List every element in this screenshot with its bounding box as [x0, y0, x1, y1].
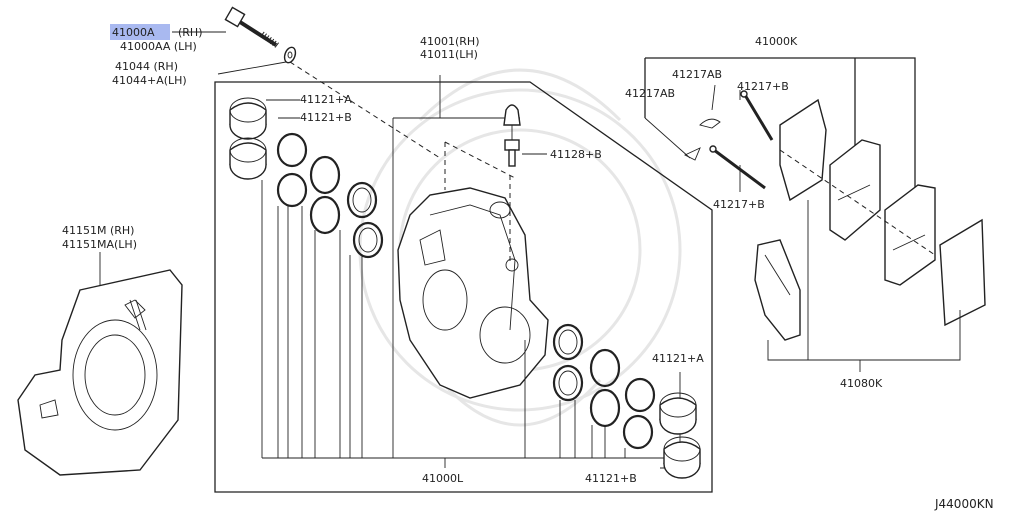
seal-rings-lower	[552, 323, 656, 450]
label-caliper-lh: 41011(LH)	[420, 48, 478, 61]
bleeder-cap-icon	[503, 104, 521, 126]
washer-icon	[283, 46, 297, 64]
pad-shim-icon-inner	[939, 218, 986, 327]
caliper-assembly-outline	[214, 81, 713, 493]
label-clip-ab-2: 41217AB	[625, 87, 675, 100]
pad-kit-bracket	[767, 200, 961, 361]
label-pad-kit: 41080K	[840, 377, 883, 390]
label-piston-a-bottom: 41121+A	[652, 352, 704, 365]
diagram-code: J44000KN	[934, 497, 994, 511]
bleeder-screw-icon	[504, 125, 520, 167]
label-washer-rh: 41044 (RH)	[115, 60, 178, 73]
label-seal-b-bottom: 41121+B	[585, 472, 637, 485]
label-piston-a-top: 41121+A	[300, 93, 352, 106]
label-bolt-lh: 41000AA (LH)	[120, 40, 197, 53]
piston-icon-top-2	[229, 137, 267, 180]
label-pad-assembly: 41000K	[755, 35, 798, 48]
label-pin-bottom: 41217+B	[713, 198, 765, 211]
brake-pad-icon-inner	[884, 184, 936, 286]
anti-rattle-clip-icon	[683, 118, 721, 161]
caliper-body-icon	[397, 187, 549, 399]
label-caliper-rh: 41001(RH)	[420, 35, 480, 48]
piston-icon-bottom-1	[659, 392, 697, 435]
brake-pad-icon-outer	[829, 139, 881, 241]
label-clip-ab-1: 41217AB	[672, 68, 722, 81]
dust-shield-icon	[17, 269, 183, 476]
piston-icon-top-1	[229, 97, 267, 140]
label-bolt-rh-suffix: (RH)	[178, 26, 203, 39]
pad-spring-icon	[754, 239, 801, 341]
label-dust-shield-rh: 41151M (RH)	[62, 224, 134, 237]
label-pin-top: 41217+B	[737, 80, 789, 93]
label-washer-lh: 41044+A(LH)	[112, 74, 187, 87]
leader-lines-left	[261, 180, 680, 468]
label-caliper-assembly: 41000L	[422, 472, 464, 485]
seal-rings-upper	[276, 132, 384, 259]
piston-icon-bottom-2	[663, 436, 701, 479]
label-dust-shield-lh: 41151MA(LH)	[62, 238, 137, 251]
highlight-box[interactable]	[110, 24, 170, 40]
pad-pin-icon-bottom	[709, 145, 766, 190]
label-bleeder: 41128+B	[550, 148, 602, 161]
pad-pin-icon-top	[740, 90, 774, 141]
pad-shim-icon-outer	[779, 98, 827, 202]
label-bolt-rh: 41000A	[112, 26, 155, 39]
label-seal-b-top: 41121+B	[300, 111, 352, 124]
bolt-icon	[224, 6, 280, 49]
